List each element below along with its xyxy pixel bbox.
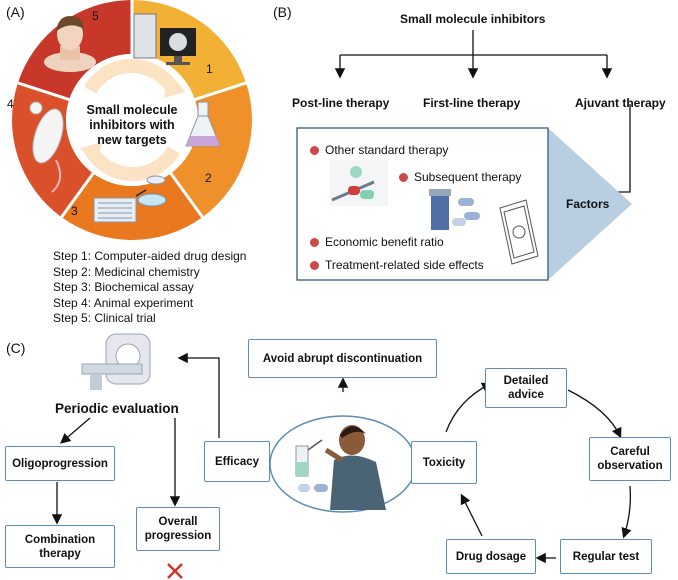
- regular-test-box: Regular test: [560, 539, 652, 574]
- drug-dosage-box: Drug dosage: [446, 539, 536, 574]
- therapy-tree-lines: [296, 30, 632, 281]
- steps-list: Step 1: Computer-aided drug design Step …: [53, 249, 246, 327]
- factors-label: Factors: [566, 197, 610, 211]
- mouse-icon: [29, 101, 64, 193]
- cycle-center-text: Small molecule inhibitors with new targe…: [72, 103, 192, 148]
- step-5: Step 5: Clinical trial: [53, 311, 156, 325]
- detailed-advice-box: Detailed advice: [485, 368, 567, 408]
- drug-development-cycle: [12, 0, 252, 240]
- overall-progression-box: Overall progression: [136, 507, 220, 551]
- center-line-3: new targets: [97, 133, 167, 147]
- cross-icon: [167, 563, 183, 579]
- step-4: Step 4: Animal experiment: [53, 295, 194, 310]
- toxicity-box: Toxicity: [411, 441, 477, 484]
- bullet-icon: [310, 260, 319, 270]
- step-1: Step 1: Computer-aided drug design: [53, 249, 247, 263]
- pill-bottle-icon: [429, 189, 480, 230]
- post-line-therapy-label: Post-line therapy: [292, 96, 390, 110]
- factor-side-effects: Treatment-related side effects: [310, 258, 484, 272]
- oligoprogression-box: Oligoprogression: [5, 446, 115, 481]
- efficacy-box: Efficacy: [204, 441, 270, 482]
- adjuvant-therapy-label: Ajuvant therapy: [575, 96, 666, 110]
- segment-number-3: 3: [71, 204, 78, 218]
- first-line-therapy-label: First-line therapy: [423, 96, 521, 110]
- computer-icon: [133, 13, 196, 65]
- bullet-icon: [310, 145, 319, 155]
- careful-observation-box: Careful observation: [589, 437, 671, 481]
- factor-other-standard: Other standard therapy: [310, 143, 448, 157]
- person-icon: [44, 16, 96, 72]
- inhibitors-title: Small molecule inhibitors: [400, 12, 546, 26]
- management-flow-lines: [51, 333, 632, 579]
- periodic-evaluation-label: Periodic evaluation: [55, 401, 179, 416]
- segment-number-2: 2: [205, 171, 212, 185]
- factor-subsequent: Subsequent therapy: [399, 170, 521, 184]
- money-icon: [499, 199, 539, 265]
- factors-triangle: [548, 128, 632, 280]
- flask-icon: [185, 101, 221, 147]
- center-line-1: Small molecule: [86, 103, 178, 117]
- avoid-discontinuation-box: Avoid abrupt discontinuation: [248, 339, 437, 378]
- pills-syringe-icon: [330, 160, 388, 206]
- segment-2: [170, 82, 252, 218]
- bullet-icon: [310, 237, 319, 247]
- center-line-2: inhibitors with: [89, 118, 175, 132]
- panel-a-label: (A): [6, 4, 25, 20]
- segment-number-4: 4: [7, 97, 14, 111]
- ct-scanner-icon: [81, 333, 151, 390]
- step-3: Step 3: Biochemical assay: [53, 280, 194, 294]
- segment-number-1: 1: [206, 62, 213, 76]
- patient-infusion-icon: [295, 425, 386, 510]
- segment-number-5: 5: [92, 9, 99, 23]
- combination-therapy-box: Combination therapy: [5, 525, 115, 568]
- panel-b-label: (B): [273, 4, 292, 20]
- bullet-icon: [399, 172, 408, 182]
- panel-c-label: (C): [6, 340, 26, 356]
- assay-plate-icon: [93, 175, 167, 223]
- step-2: Step 2: Medicinal chemistry: [53, 264, 200, 279]
- factor-economic: Economic benefit ratio: [310, 235, 444, 249]
